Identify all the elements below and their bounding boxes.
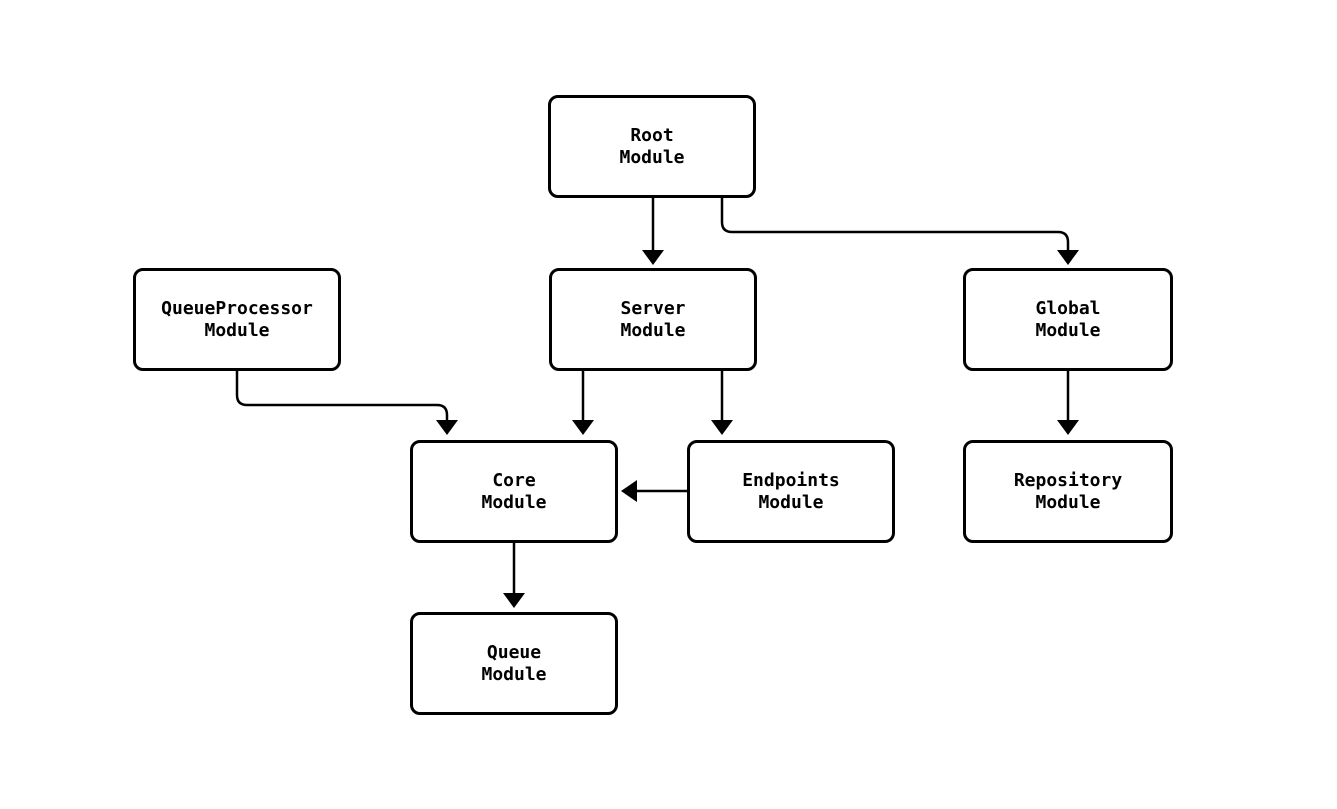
node-core-module-label: Core Module	[481, 469, 547, 513]
node-queue-module: Queue Module	[410, 612, 618, 715]
edge-core-to-queue	[503, 542, 525, 608]
edge-queueprocessor-to-core	[235, 369, 458, 435]
node-queueprocessor-module: QueueProcessor Module	[133, 268, 341, 371]
node-core-module: Core Module	[410, 440, 618, 543]
node-root-module-label: Root Module	[619, 124, 685, 168]
edge-endpoints-to-core	[621, 480, 689, 502]
edge-server-to-endpoints	[711, 369, 733, 435]
edge-root-to-server	[642, 196, 664, 265]
node-server-module-label: Server Module	[620, 297, 686, 341]
node-server-module: Server Module	[549, 268, 757, 371]
node-queue-module-label: Queue Module	[481, 641, 547, 685]
node-global-module-label: Global Module	[1035, 297, 1101, 341]
node-endpoints-module-label: Endpoints Module	[742, 469, 840, 513]
node-repository-module-label: Repository Module	[1013, 469, 1123, 513]
node-repository-module: Repository Module	[963, 440, 1173, 543]
node-endpoints-module: Endpoints Module	[687, 440, 895, 543]
edge-server-to-core	[572, 369, 594, 435]
node-queueprocessor-module-label: QueueProcessor Module	[161, 297, 313, 341]
node-global-module: Global Module	[963, 268, 1173, 371]
edge-root-to-global	[720, 196, 1079, 265]
edge-global-to-repository	[1057, 369, 1079, 435]
node-root-module: Root Module	[548, 95, 756, 198]
